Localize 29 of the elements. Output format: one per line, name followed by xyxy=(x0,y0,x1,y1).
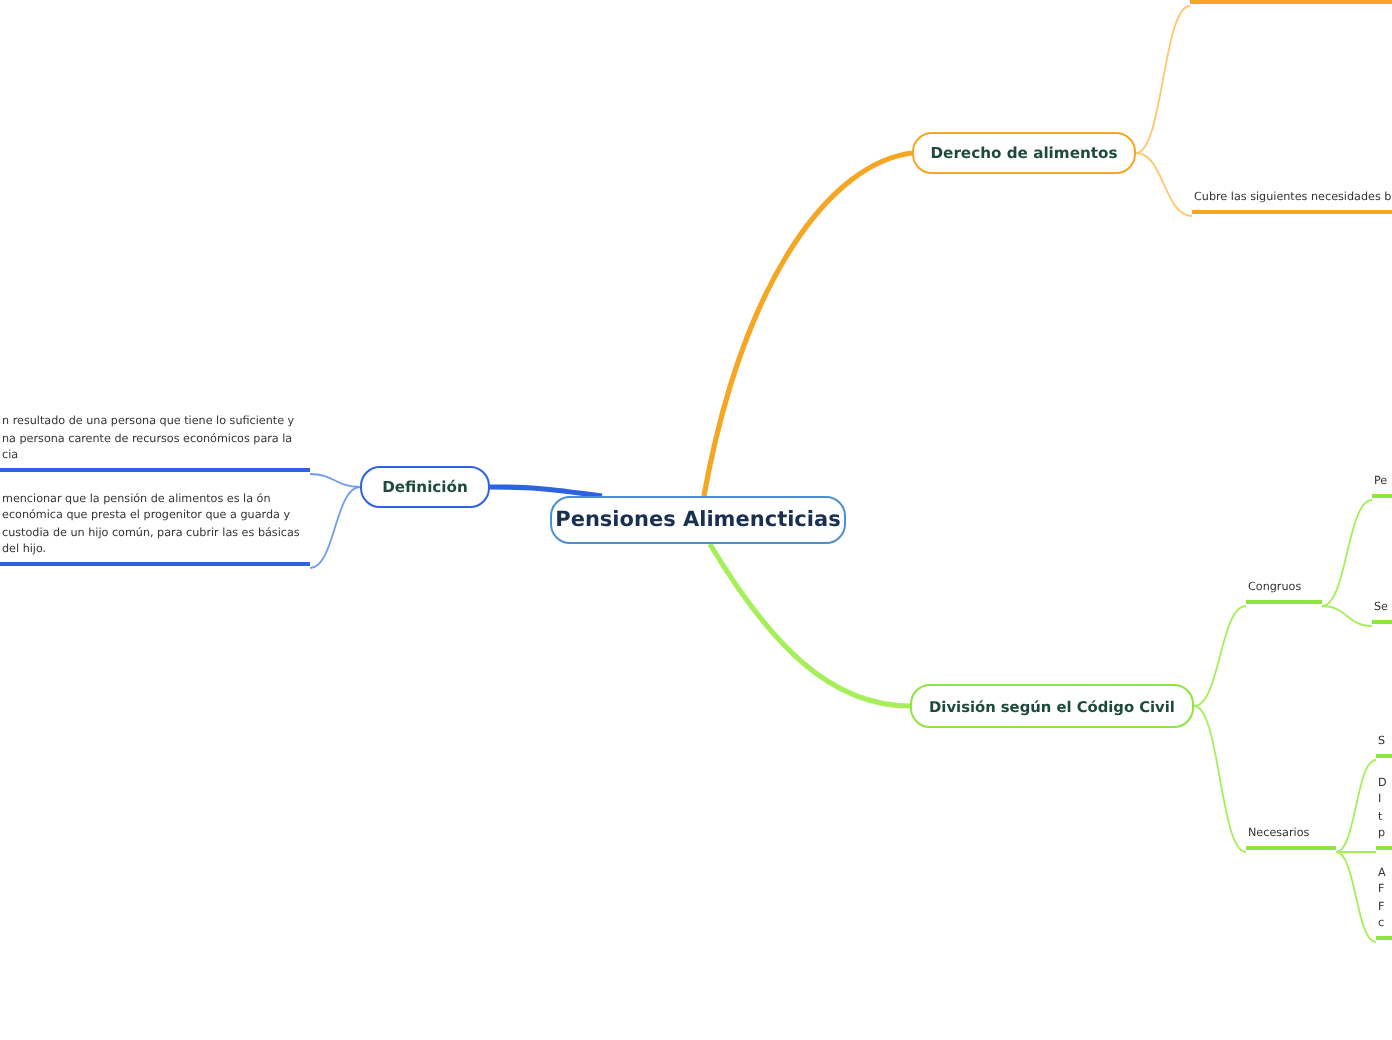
connector-line xyxy=(1135,152,1193,217)
topic-underline xyxy=(1190,0,1392,4)
connector-line xyxy=(1335,851,1377,943)
main-topic-box xyxy=(910,684,1194,728)
connector-line xyxy=(1193,705,1247,853)
connector-line xyxy=(309,486,361,569)
subtopic-underline xyxy=(1376,736,1392,758)
subtopic-underline xyxy=(1376,776,1392,850)
connector-line xyxy=(1321,499,1373,607)
connector-line xyxy=(490,484,603,499)
main-topic-box xyxy=(912,132,1136,174)
subtopic-underline xyxy=(1372,476,1392,498)
connector-line xyxy=(1321,605,1373,627)
connector-line xyxy=(1335,759,1377,853)
subtopic-underline xyxy=(1192,192,1392,214)
connector-line xyxy=(701,150,913,497)
connector-line xyxy=(309,473,361,488)
connector-line xyxy=(707,542,911,709)
subtopic-underline xyxy=(1246,582,1322,604)
central-topic-box xyxy=(550,496,846,544)
subtopic-underline xyxy=(1376,866,1392,940)
connector-line xyxy=(1335,851,1377,853)
subtopic-underline xyxy=(1246,828,1336,850)
central-topic-label: Pensiones Alimencticias xyxy=(555,508,841,532)
subtopic-underline xyxy=(1372,602,1392,624)
main-topic-box xyxy=(360,466,490,508)
connector-line xyxy=(1193,605,1247,707)
connector-line xyxy=(1135,5,1191,154)
subtopic-underline xyxy=(0,416,310,472)
